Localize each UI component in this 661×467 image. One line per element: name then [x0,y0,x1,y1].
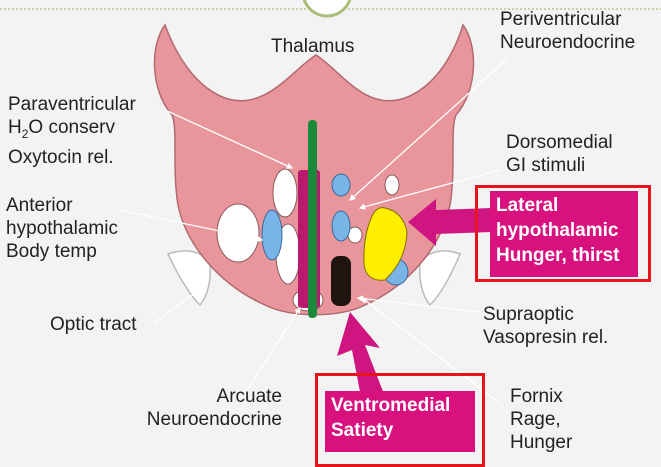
dorsomedial-line1: Dorsomedial [506,131,613,154]
paraventricular-label: Paraventricular H2O conserv Oxytocin rel… [8,93,136,169]
supraoptic-label: Supraoptic Vasopresin rel. [483,303,608,349]
fornix-label: Fornix Rage, Hunger [510,385,572,454]
arcuate-line1: Arcuate [118,385,282,408]
lateral-line2: hypothalamic [496,218,632,243]
dorsomedial-label: Dorsomedial GI stimuli [506,131,613,177]
h-letter: H [8,117,22,138]
thalamus-label: Thalamus [271,35,354,58]
paraventricular-line3: Oxytocin rel. [8,146,136,169]
periventricular-line2: Neuroendocrine [500,31,635,54]
anterior-label: Anterior hypothalamic Body temp [6,194,118,263]
fornix-line2: Rage, [510,408,572,431]
arcuate-label: Arcuate Neuroendocrine [118,385,282,431]
optic-tract-label: Optic tract [50,313,137,336]
supraoptic-line1: Supraoptic [483,303,608,326]
anterior-line3: Body temp [6,240,118,263]
paraventricular-line1: Paraventricular [8,93,136,116]
paraventricular-line2: H2O conserv [8,116,136,146]
ventromedial-line2: Satiety [331,418,469,443]
ventromedial-nucleus [331,256,351,306]
periventricular-label: Periventricular Neuroendocrine [500,8,635,54]
anterior-line2: hypothalamic [6,217,118,240]
lateral-line1: Lateral [496,193,632,218]
o-conserv-text: O conserv [28,117,115,138]
dorsomedial-line2: GI stimuli [506,154,613,177]
ventromedial-line1: Ventromedial [331,393,469,418]
fornix-line3: Hunger [510,431,572,454]
lateral-hypothalamic-box: Lateral hypothalamic Hunger, thirst [490,191,638,277]
anterior-line1: Anterior [6,194,118,217]
fornix-line1: Fornix [510,385,572,408]
lateral-line3: Hunger, thirst [496,243,632,268]
arcuate-line2: Neuroendocrine [118,408,282,431]
fornix-tract [308,120,317,318]
ventromedial-box: Ventromedial Satiety [325,391,475,452]
supraoptic-line2: Vasopresin rel. [483,326,608,349]
periventricular-line1: Periventricular [500,8,635,31]
